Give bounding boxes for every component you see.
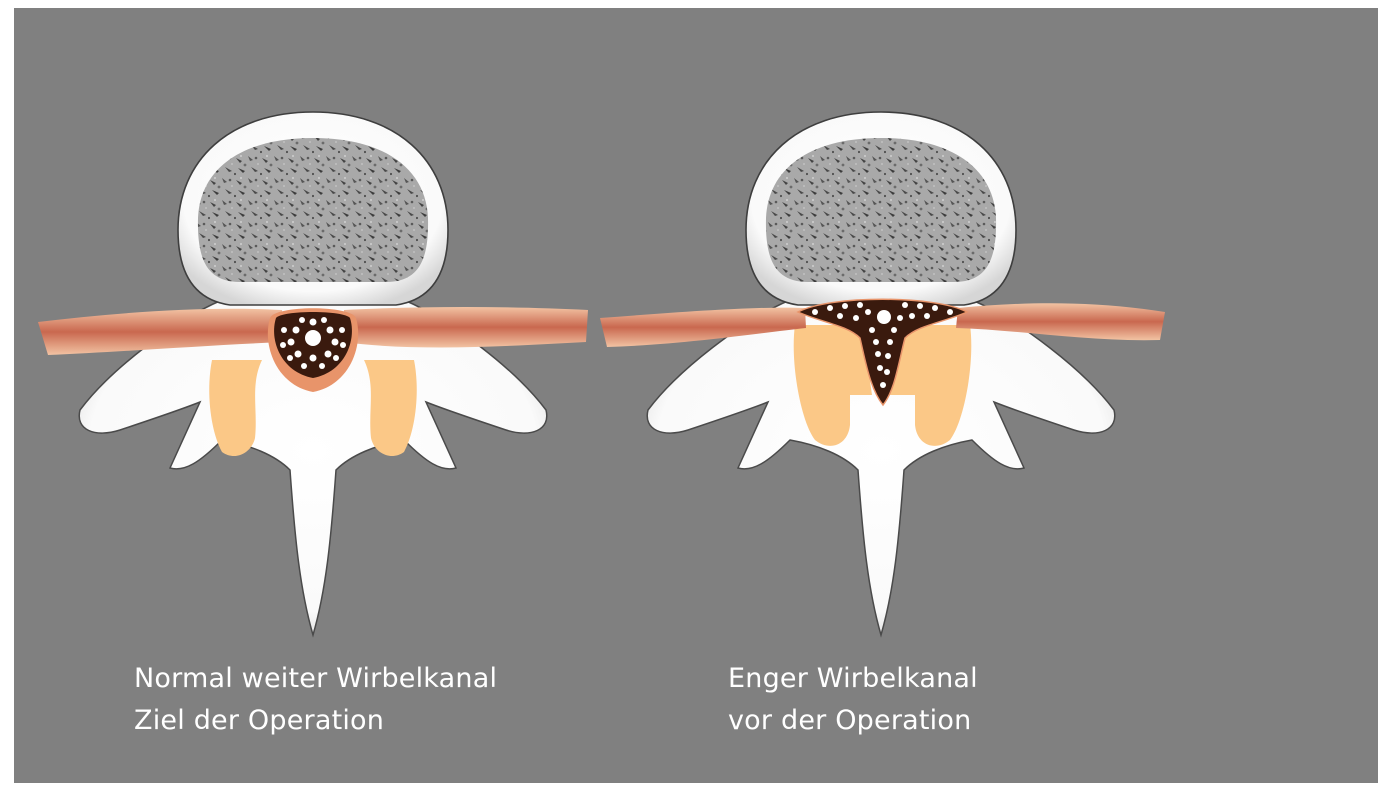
caption-stenosis: Enger Wirbelkanal vor der Operation xyxy=(728,658,978,742)
vertebra-stenosis xyxy=(600,112,1165,635)
caption-stenosis-line1: Enger Wirbelkanal xyxy=(728,658,978,700)
vertebra-normal-spongy-bone xyxy=(198,138,428,282)
vertebra-stenosis-spongy-bone xyxy=(766,138,996,282)
caption-normal-line2: Ziel der Operation xyxy=(134,700,497,742)
vertebra-normal xyxy=(38,112,588,635)
caption-stenosis-line2: vor der Operation xyxy=(728,700,978,742)
vertebra-normal-ligament-right xyxy=(342,307,588,347)
caption-normal: Normal weiter Wirbelkanal Ziel der Opera… xyxy=(134,658,497,742)
caption-normal-line1: Normal weiter Wirbelkanal xyxy=(134,658,497,700)
